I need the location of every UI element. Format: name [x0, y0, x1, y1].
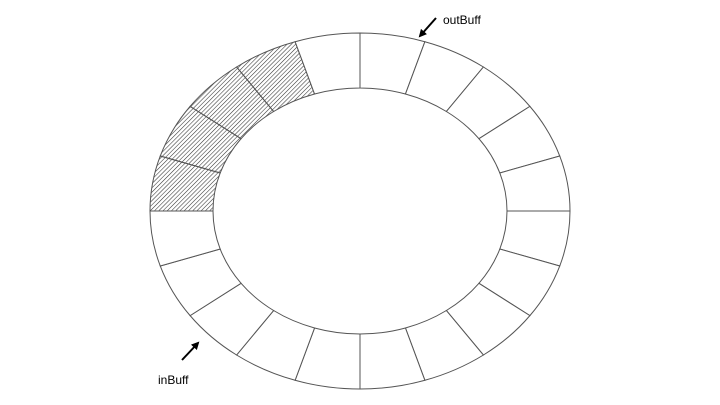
out-pointer: outBuff — [418, 13, 481, 38]
in-pointer-label: inBuff — [158, 373, 189, 387]
out-pointer-label: outBuff — [443, 13, 481, 27]
in-pointer-arrow — [181, 341, 200, 361]
out-pointer-arrow — [418, 17, 437, 38]
ring-segments — [149, 32, 571, 390]
in-pointer: inBuff — [158, 341, 200, 387]
buffer-slot-empty — [294, 32, 361, 95]
